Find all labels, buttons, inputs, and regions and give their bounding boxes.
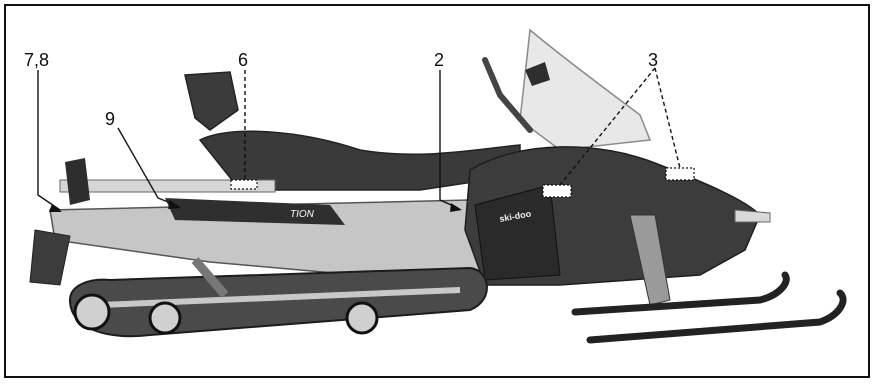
bumper bbox=[735, 210, 770, 222]
rear-handle bbox=[65, 158, 90, 205]
leader-3b bbox=[655, 68, 680, 168]
leader-9 bbox=[118, 128, 178, 206]
leader-78 bbox=[38, 70, 60, 210]
backrest bbox=[185, 72, 238, 130]
label-box-6 bbox=[231, 180, 257, 189]
callout-6: 6 bbox=[238, 51, 248, 69]
side-text: TION bbox=[290, 209, 315, 220]
callout-7-8: 7,8 bbox=[24, 51, 49, 69]
front-wheel bbox=[347, 303, 377, 333]
label-box-3a bbox=[543, 185, 571, 197]
mid-wheel bbox=[150, 303, 180, 333]
arrow-78 bbox=[49, 204, 62, 212]
label-box-3b bbox=[666, 168, 694, 180]
snow-flap bbox=[30, 230, 70, 285]
rear-wheel bbox=[75, 295, 109, 329]
windshield bbox=[520, 30, 650, 150]
callout-3: 3 bbox=[648, 51, 658, 69]
callout-9: 9 bbox=[105, 110, 115, 128]
callout-2: 2 bbox=[434, 51, 444, 69]
